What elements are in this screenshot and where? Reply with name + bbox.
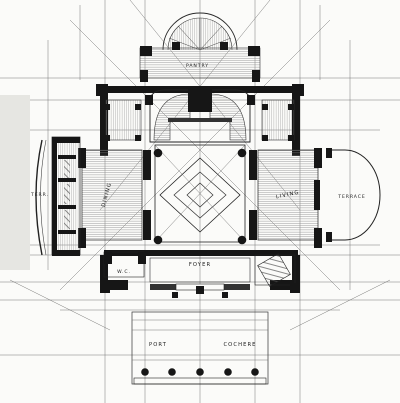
living-room	[254, 99, 322, 287]
room-label-foyer: FOYER	[189, 262, 211, 268]
room-label-terrace-left: TERR.	[30, 192, 49, 198]
dining-room	[78, 99, 146, 278]
right-terrace	[326, 148, 381, 242]
stair-hall	[145, 88, 255, 143]
room-label-porte: PORT	[149, 342, 167, 348]
corner-piers	[96, 84, 304, 293]
left-terrace	[35, 136, 81, 256]
room-label-living: LIVING	[275, 190, 300, 201]
top-apse	[139, 12, 261, 82]
foyer	[149, 257, 251, 298]
room-label-terrace-right: TERRACE	[337, 194, 365, 200]
porte-cochere	[131, 311, 269, 385]
room-label-wc: W.C.	[117, 269, 131, 275]
shadow-band	[0, 95, 30, 270]
room-label-pantry: PANTRY	[186, 63, 209, 69]
room-label-cochere: COCHERE	[223, 342, 256, 348]
central-hall	[143, 144, 257, 245]
